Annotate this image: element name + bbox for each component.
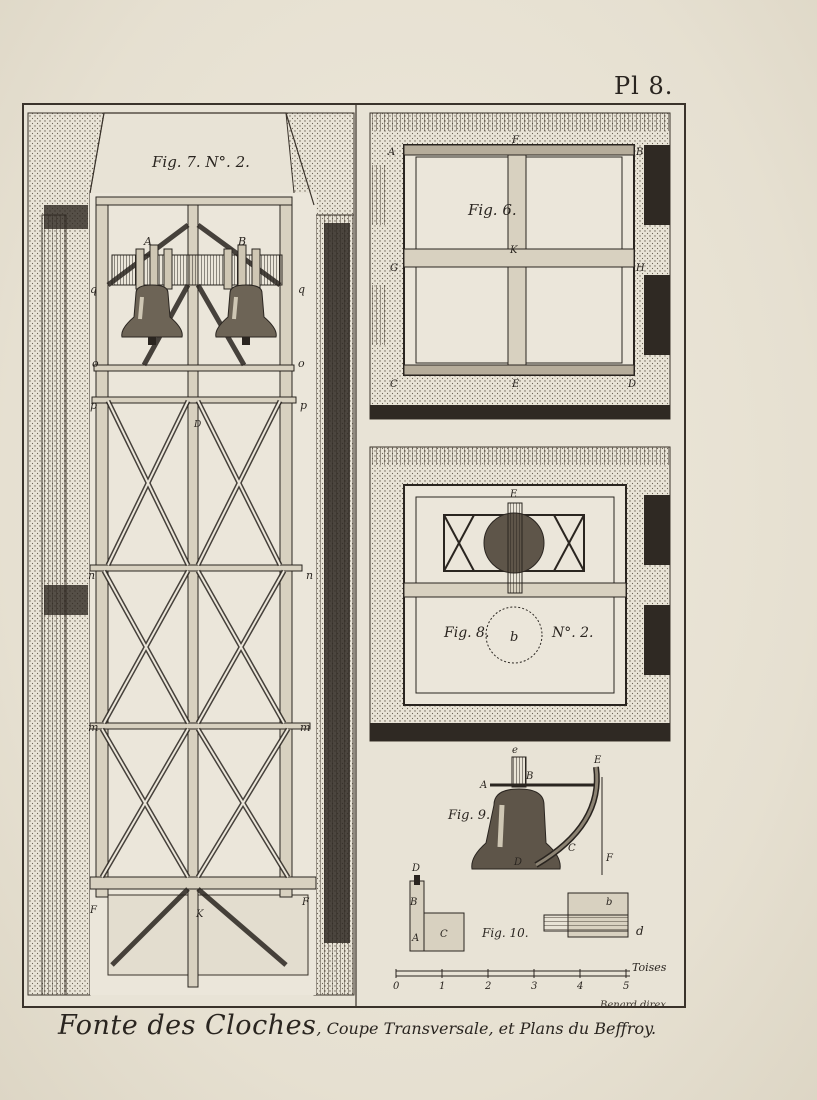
fig9-label-d: D (513, 857, 522, 868)
fig7-caption: Fig. 7. N°. 2. (151, 153, 250, 171)
plate-number: Pl 8. (614, 72, 674, 100)
fig6-label-d: D (627, 379, 636, 390)
bell-a (121, 284, 183, 345)
fig6-label-a: A (387, 147, 395, 158)
fig6-label-f: F (511, 135, 520, 146)
scale-tick-5: 5 (623, 981, 629, 992)
fig10-detail: D B A C Fig. 10. b d (409, 863, 644, 952)
engraved-plate: Fig. 7. N°. 2. A B q q o o p p D n n m m… (22, 103, 686, 1008)
fig8-label-b: b (510, 630, 518, 645)
fig9-label-f: F (605, 853, 614, 864)
fig6-label-c: C (390, 379, 398, 390)
fig7-label-p-right: p (300, 399, 307, 412)
fig8-number: N°. 2. (551, 625, 594, 641)
fig10-label-d-right: d (636, 924, 644, 938)
fig6-caption: Fig. 6. (467, 201, 517, 219)
fig7-label-n-right: n (306, 569, 313, 582)
fig7-label-m-left: m (88, 721, 98, 734)
scale-bar: Toises 0 1 2 3 4 5 (393, 961, 667, 992)
fig7-label-n-left: n (88, 569, 95, 582)
fig9-label-e-small: e (512, 745, 518, 756)
scale-tick-3: 3 (531, 981, 537, 992)
bell-b (215, 284, 277, 345)
fig8-plan: Fig. 8. N°. 2. E b (369, 446, 671, 742)
fig9-bell: Fig. 9. A B C D e E F (447, 745, 614, 875)
fig9-label-a: A (479, 780, 487, 791)
fig10-label-b-right: b (606, 897, 612, 908)
plate-title-sub: , Coupe Transversale, et Plans du Beffro… (316, 1019, 657, 1038)
fig7-label-d: D (193, 420, 201, 430)
fig7-tower-section: Fig. 7. N°. 2. A B q q o o p p D n n m m… (27, 112, 355, 996)
plate-title: Fonte des Cloches, Coupe Transversale, e… (58, 1010, 656, 1041)
fig7-label-f-left: F (89, 905, 98, 916)
fig10-label-a: A (411, 933, 419, 944)
fig7-label-o-left: o (92, 357, 99, 370)
fig9-caption: Fig. 9. (447, 808, 490, 823)
scale-unit: Toises (632, 961, 667, 974)
fig10-label-b-left: B (409, 897, 417, 908)
fig6-label-g: G (390, 263, 398, 274)
fig9-label-b: B (525, 771, 533, 782)
engraver-credit: Benard direx. (600, 1000, 670, 1011)
fig10-label-d: D (411, 863, 420, 874)
fig6-label-e: E (511, 379, 520, 390)
fig10-caption: Fig. 10. (481, 926, 529, 940)
fig7-label-m-right: m (300, 721, 310, 734)
scale-tick-1: 1 (439, 981, 445, 992)
fig6-plan: Fig. 6. A B C D E F G H K (369, 112, 671, 420)
plate-title-main: Fonte des Cloches (58, 1010, 317, 1041)
fig10-label-c: C (440, 929, 448, 940)
scale-tick-0: 0 (393, 981, 400, 992)
fig8-label-e: E (509, 489, 518, 500)
fig6-label-h: H (635, 263, 645, 274)
fig8-caption: Fig. 8. (443, 625, 489, 641)
plate-engraving: Fig. 7. N°. 2. A B q q o o p p D n n m m… (27, 105, 671, 1006)
fig7-label-p-left: p (90, 399, 97, 412)
fig6-label-b: B (635, 147, 643, 158)
fig9-label-e: E (593, 755, 602, 766)
fig9-label-c: C (568, 843, 576, 854)
scale-tick-2: 2 (484, 981, 491, 992)
fig7-label-q-right: q (298, 283, 305, 296)
scale-tick-4: 4 (576, 981, 583, 992)
fig7-label-k: K (195, 909, 204, 920)
fig7-label-o-right: o (298, 357, 305, 370)
fig6-label-k: K (509, 245, 518, 256)
fig7-label-q-left: q (90, 283, 97, 296)
fig7-label-a: A (143, 235, 152, 248)
fig7-label-b: B (237, 235, 246, 248)
fig7-label-f-right: F (301, 897, 310, 908)
